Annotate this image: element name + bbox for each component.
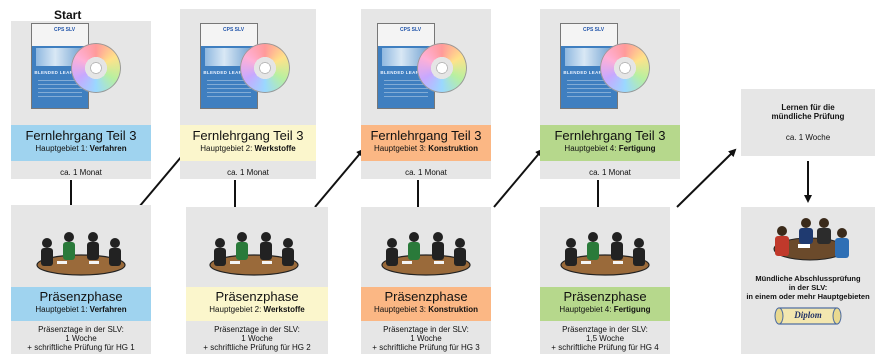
praesenz-details: Präsenztage in der SLV: 1 Woche + schrif… (11, 325, 151, 352)
praesenz-title: Präsenzphase (39, 289, 123, 304)
fernlehrgang-band-2: Fernlehrgang Teil 3 Hauptgebiet 2: Werks… (180, 125, 316, 161)
fernlehrgang-title: Fernlehrgang Teil 3 (192, 128, 304, 143)
praesenz-line-2: 1 Woche (241, 334, 273, 343)
praesenz-line-2: 1,5 Woche (585, 334, 625, 343)
fernlehrgang-card-2: CPS SLV BLENDED LEARNING Fernlehrgang Te… (180, 9, 316, 179)
diploma-text: Diplom (794, 310, 822, 320)
hauptgebiet-label: Hauptgebiet 3: (373, 144, 429, 153)
exam-line-3: in einem oder mehr Hauptgebieten (746, 292, 870, 301)
lernen-title: Lernen für die mündliche Prüfung (741, 103, 875, 121)
hauptgebiet-label: Hauptgebiet 1: (35, 305, 90, 314)
diploma-scroll-icon: Diplom (773, 304, 843, 328)
duration-text: ca. 1 Monat (405, 168, 447, 177)
praesenz-card-3: Präsenzphase Hauptgebiet 3: Konstruktion… (361, 207, 491, 354)
fernlehrgang-title: Fernlehrgang Teil 3 (554, 128, 666, 143)
praesenz-line-3: + schriftliche Prüfung für HG 3 (372, 343, 480, 352)
duration-text: ca. 1 Monat (227, 168, 269, 177)
praesenz-title: Präsenzphase (215, 289, 299, 304)
hauptgebiet-label: Hauptgebiet 3: (373, 305, 429, 314)
praesenz-line-3: + schriftliche Prüfung für HG 2 (203, 343, 311, 352)
exam-meeting-icon (758, 211, 858, 269)
praesenz-card-1: Präsenzphase Hauptgebiet 1: Verfahren Pr… (11, 205, 151, 354)
praesenz-line-3: + schriftliche Prüfung für HG 4 (551, 343, 659, 352)
fernlehrgang-card-3: CPS SLV BLENDED LEARNING Fernlehrgang Te… (361, 9, 491, 179)
meeting-table-icon (376, 221, 476, 281)
lernen-title-line-1: Lernen für die (781, 103, 835, 112)
praesenz-band-1: Präsenzphase Hauptgebiet 1: Verfahren (11, 287, 151, 321)
arrow-diag-2 (314, 148, 365, 208)
fernlehrgang-title: Fernlehrgang Teil 3 (25, 128, 137, 143)
hauptgebiet-name: Fertigung (613, 305, 651, 314)
hauptgebiet-label: Hauptgebiet 4: (559, 305, 614, 314)
fernlehrgang-card-4: CPS SLV BLENDED LEARNING Fernlehrgang Te… (540, 9, 680, 179)
meeting-table-icon (555, 221, 655, 281)
duration-text: ca. 1 Monat (60, 168, 102, 177)
fernlehrgang-title: Fernlehrgang Teil 3 (370, 128, 482, 143)
arrow-diag-1 (138, 148, 189, 208)
praesenz-band-3: Präsenzphase Hauptgebiet 3: Konstruktion (361, 287, 491, 321)
praesenz-line-3: + schriftliche Prüfung für HG 1 (27, 343, 135, 352)
hauptgebiet-name: Konstruktion (428, 144, 479, 153)
exam-line-1: Mündliche Abschlussprüfung (755, 274, 861, 283)
abschlusspruefung-card: Mündliche Abschlussprüfung in der SLV: i… (741, 207, 875, 354)
meeting-table-icon (31, 221, 131, 281)
hauptgebiet-name: Fertigung (618, 144, 656, 153)
praesenz-line-1: Präsenztage in der SLV: (214, 325, 300, 334)
hauptgebiet-name: Werkstoffe (263, 305, 305, 314)
cd-icon (417, 43, 467, 93)
hauptgebiet-label: Hauptgebiet 4: (564, 144, 619, 153)
praesenz-band-4: Präsenzphase Hauptgebiet 4: Fertigung (540, 287, 670, 321)
fernlehrgang-band-1: Fernlehrgang Teil 3 Hauptgebiet 1: Verfa… (11, 125, 151, 161)
praesenz-line-1: Präsenztage in der SLV: (383, 325, 469, 334)
duration-text: ca. 1 Monat (589, 168, 631, 177)
arrow-diag-4 (676, 148, 737, 208)
lernen-duration: ca. 1 Woche (785, 133, 831, 142)
hauptgebiet-name: Konstruktion (428, 305, 479, 314)
fernlehrgang-band-3: Fernlehrgang Teil 3 Hauptgebiet 3: Konst… (361, 125, 491, 161)
hauptgebiet-name: Werkstoffe (254, 144, 296, 153)
praesenz-line-2: 1 Woche (410, 334, 442, 343)
hauptgebiet-label: Hauptgebiet 1: (35, 144, 90, 153)
praesenz-title: Präsenzphase (563, 289, 647, 304)
fernlehrgang-band-4: Fernlehrgang Teil 3 Hauptgebiet 4: Ferti… (540, 125, 680, 161)
exam-line-2: in der SLV: (788, 283, 828, 292)
fernlehrgang-card-1: CPS SLV BLENDED LEARNING Fernlehrgang Te… (11, 21, 151, 179)
meeting-table-icon (204, 221, 304, 281)
start-label: Start (54, 8, 82, 22)
praesenz-details: Präsenztage in der SLV: 1,5 Woche + schr… (540, 325, 670, 352)
praesenz-title: Präsenzphase (384, 289, 468, 304)
praesenz-card-2: Präsenzphase Hauptgebiet 2: Werkstoffe P… (186, 207, 328, 354)
lernen-card: Lernen für die mündliche Prüfung ca. 1 W… (741, 89, 875, 156)
praesenz-line-1: Präsenztage in der SLV: (562, 325, 648, 334)
lernen-title-line-2: mündliche Prüfung (771, 112, 845, 121)
praesenz-line-2: 1 Woche (65, 334, 97, 343)
praesenz-details: Präsenztage in der SLV: 1 Woche + schrif… (186, 325, 328, 352)
cd-icon (240, 43, 290, 93)
praesenz-band-2: Präsenzphase Hauptgebiet 2: Werkstoffe (186, 287, 328, 321)
hauptgebiet-label: Hauptgebiet 2: (209, 305, 264, 314)
praesenz-details: Präsenztage in der SLV: 1 Woche + schrif… (361, 325, 491, 352)
praesenz-card-4: Präsenzphase Hauptgebiet 4: Fertigung Pr… (540, 207, 670, 354)
arrow-diag-3 (493, 148, 544, 208)
cd-icon (600, 43, 650, 93)
exam-text: Mündliche Abschlussprüfung in der SLV: i… (741, 274, 875, 301)
hauptgebiet-label: Hauptgebiet 2: (200, 144, 255, 153)
hauptgebiet-name: Verfahren (89, 144, 127, 153)
praesenz-line-1: Präsenztage in der SLV: (38, 325, 124, 334)
hauptgebiet-name: Verfahren (89, 305, 127, 314)
cd-icon (71, 43, 121, 93)
